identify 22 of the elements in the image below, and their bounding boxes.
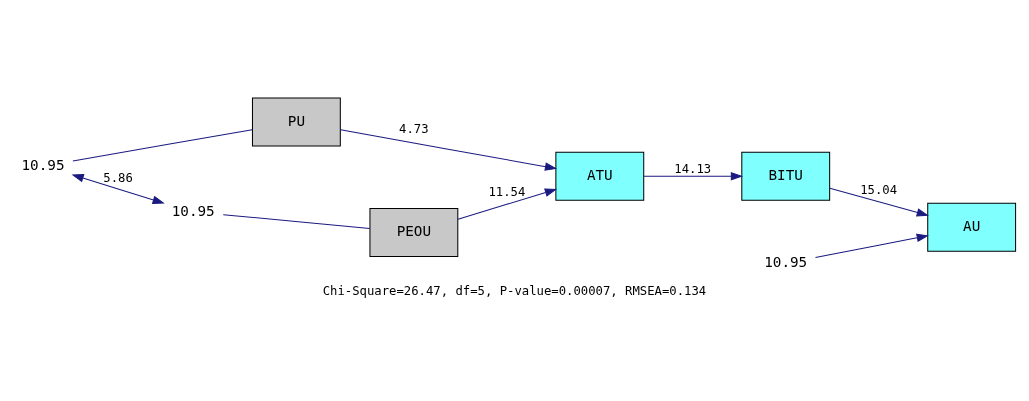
arrow — [829, 187, 929, 217]
edge-label: 11.54 — [488, 185, 526, 200]
connector — [222, 214, 371, 229]
arrow — [643, 171, 744, 181]
node-box: PU — [251, 97, 341, 147]
node-box: PEOU — [369, 207, 459, 257]
node-box: BITU — [741, 151, 831, 201]
arrow — [457, 188, 558, 220]
node-text: 10.95 — [171, 202, 215, 219]
connector — [72, 129, 253, 162]
caption: Chi-Square=26.47, df=5, P-value=0.00007, RMSEA=0.134 — [322, 284, 707, 299]
arrow — [340, 129, 558, 171]
arrow — [71, 174, 165, 204]
arrow — [814, 233, 929, 258]
edge-label: 15.04 — [860, 183, 898, 198]
edge-label: 14.13 — [674, 161, 712, 176]
node-text: 10.95 — [764, 253, 808, 270]
node-text: 10.95 — [21, 156, 65, 173]
node-box: ATU — [555, 151, 645, 201]
edge-label: 5.86 — [103, 170, 133, 185]
edge-label: 4.73 — [399, 121, 429, 136]
node-box: AU — [927, 202, 1017, 252]
